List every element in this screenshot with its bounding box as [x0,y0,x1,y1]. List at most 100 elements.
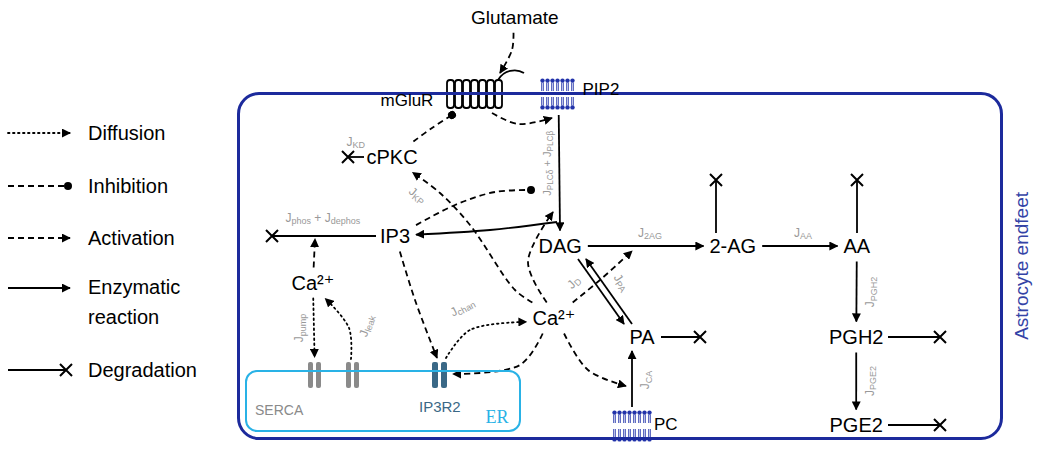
leak-subunit [354,362,359,388]
node-text: DAG [539,235,582,258]
degradation-cross [694,331,706,343]
dif-connector [325,299,351,360]
flux-label: JPGE2 [864,366,878,396]
pump-symbol [308,362,321,388]
receptor-terminal [498,70,524,80]
leak-channel-symbol [346,362,359,388]
flux-label: JPLCδ + JPLCβ [541,130,554,195]
degradation-cross [851,174,863,186]
enz-connector [559,115,560,231]
inh-connector [416,190,531,225]
degradation-cross [934,331,946,343]
degradation-cross [60,364,72,376]
species-node: DAG [536,234,585,259]
flux-label: Jpump [293,314,307,343]
node-text: AA [844,235,871,258]
species-node: cPKC [364,145,421,170]
act-connector [564,334,626,387]
degradation-line [661,336,700,338]
species-node: PGH2 [826,325,886,350]
act-connector [453,334,543,375]
channel-symbol [432,362,447,388]
enz-connector [855,262,857,322]
node-text: cPKC [367,146,418,169]
node-text: PGH2 [829,326,883,349]
degradation-line [856,180,858,233]
species-node: IP3 [377,224,413,249]
degradation-lines [266,151,946,431]
act-connector [413,173,533,303]
flux-label: JPGH2 [864,277,878,308]
inhibition-sample [8,185,68,187]
node-text: Glutamate [471,7,559,29]
channel-subunit [432,362,438,388]
degradation-line [888,336,940,338]
flux-label: JCA [639,371,653,390]
degradation-cross [710,174,722,186]
connector-layer [313,33,856,410]
dif-connector [313,299,314,358]
node-text: Ca²⁺ [533,307,576,330]
leak-subunit [346,362,351,388]
diffusion-sample [8,132,70,134]
degradation-cross [934,419,946,431]
lipid-node: PC [612,408,652,442]
ligand-node: Glutamate [468,6,562,30]
pump-subunit [316,362,321,388]
node-text: SERCA [255,402,303,418]
enz-connector [762,245,837,247]
enz-connector [631,351,633,407]
node-text: Ca²⁺ [292,272,335,295]
enz-connector [588,245,704,247]
node-text: IP3 [380,225,410,248]
enz-connector [855,353,857,410]
receptor-node: mGluR [443,74,509,112]
flux-label: JKP [406,185,429,207]
flux-label: Jleak [357,313,377,339]
activation-sample [8,237,70,239]
node-text: PA [630,326,655,349]
degradation-line [715,180,717,233]
degradation-cross [266,230,278,242]
act-connector [400,252,437,359]
species-node: PA [627,325,658,350]
act-connector [314,239,315,268]
channel-subunit [441,362,447,388]
node-text: PC [654,415,678,435]
pump-node: SERCA [306,360,324,390]
channel-node: IP3R2 [430,360,450,390]
flux-label: Jchan [448,296,477,320]
degradation-line [348,156,364,158]
dif-connector [446,322,527,358]
legend-text: Diffusion [88,118,165,148]
species-node: 2-AG [707,234,760,259]
legend-text: Degradation [88,355,197,385]
node-text: PIP2 [583,80,620,100]
degradation-sample [8,369,66,371]
degradation-cross [342,151,354,163]
lipid-node: PIP2 [540,76,577,112]
enzymatic-sample [8,287,70,289]
pump-subunit [308,362,313,388]
node-text: 2-AG [710,235,757,258]
species-node: AA [841,234,874,259]
legend-text: Enzymatic reaction [88,272,200,332]
species-node: PGE2 [827,413,886,438]
node-text: IP3R2 [419,398,461,415]
species-node: Ca²⁺ [530,306,579,331]
legend-text: Inhibition [88,171,168,201]
node-text: PGE2 [830,414,883,437]
er-outline: ERSERCAIP3R2 [245,370,521,432]
flux-label: JPA [610,272,631,294]
legend-samples [8,133,72,376]
flux-label: JKD [347,136,366,150]
flux-label: Jphos + Jdephos [286,212,361,226]
act-connector [492,113,552,124]
species-node: Ca²⁺ [289,271,338,296]
act-connector [500,33,514,73]
node-text: mGluR [381,91,434,111]
flux-label: JAA [794,227,812,241]
degradation-line [888,424,940,426]
legend-text: Activation [88,223,175,253]
